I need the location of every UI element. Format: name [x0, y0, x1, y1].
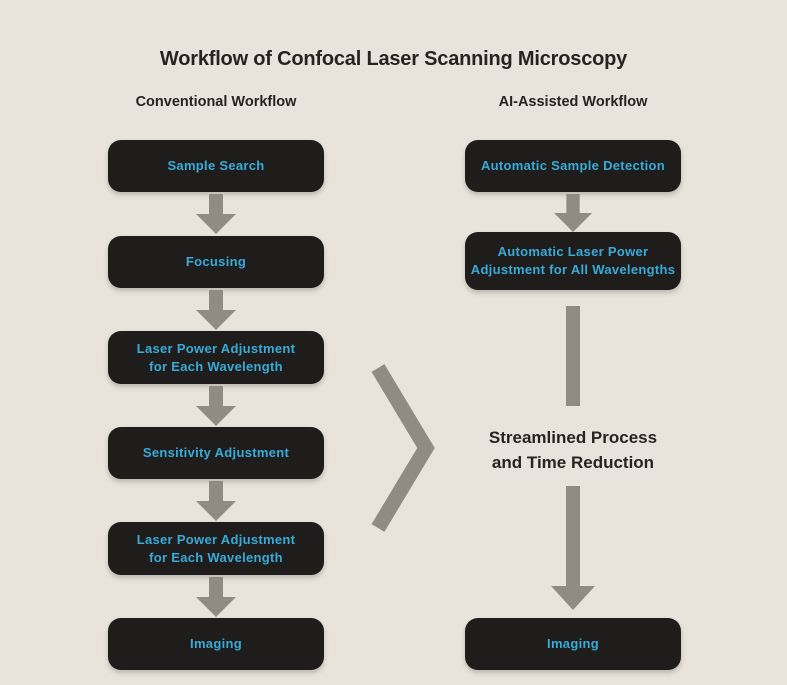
long-down-arrow-icon [551, 486, 595, 610]
connector-stem [566, 306, 580, 406]
node-laser-power-adjustment-2: Laser Power Adjustment for Each Waveleng… [108, 522, 324, 575]
down-arrow-icon [554, 194, 592, 232]
comparison-chevron-icon [371, 364, 435, 532]
left-column-header: Conventional Workflow [135, 94, 297, 110]
right-column-header: AI-Assisted Workflow [498, 94, 648, 110]
node-sensitivity-adjustment: Sensitivity Adjustment [108, 427, 324, 479]
down-arrow-icon [196, 194, 236, 234]
diagram-title: Workflow of Confocal Laser Scanning Micr… [159, 48, 628, 70]
down-arrow-icon [196, 290, 236, 330]
down-arrow-icon [196, 386, 236, 426]
down-arrow-icon [196, 481, 236, 521]
node-automatic-laser-power: Automatic Laser Power Adjustment for All… [465, 232, 681, 290]
streamlined-process-label: Streamlined Process and Time Reduction [488, 428, 658, 472]
node-imaging-right: Imaging [465, 618, 681, 670]
node-laser-power-adjustment-1: Laser Power Adjustment for Each Waveleng… [108, 331, 324, 384]
node-sample-search: Sample Search [108, 140, 324, 192]
down-arrow-icon [196, 577, 236, 617]
node-imaging-left: Imaging [108, 618, 324, 670]
node-automatic-sample-detection: Automatic Sample Detection [465, 140, 681, 192]
node-focusing: Focusing [108, 236, 324, 288]
